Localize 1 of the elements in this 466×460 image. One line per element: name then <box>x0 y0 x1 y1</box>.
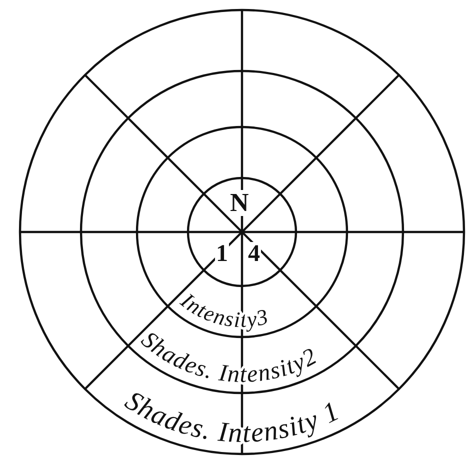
north-label: N <box>229 190 250 216</box>
